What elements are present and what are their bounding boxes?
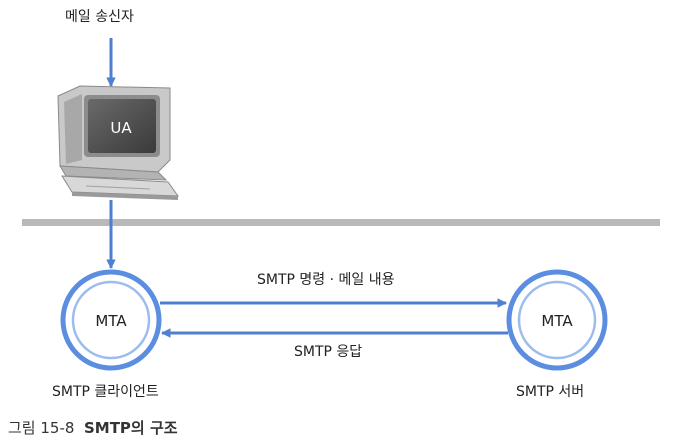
ua-label: UA bbox=[110, 119, 132, 137]
figure-title: SMTP의 구조 bbox=[83, 419, 178, 437]
computer-icon bbox=[57, 85, 179, 200]
figure-caption: 그림 15-8 SMTP의 구조 bbox=[8, 417, 178, 438]
mta-client-label: MTA bbox=[95, 312, 127, 330]
mta-server-node bbox=[506, 269, 608, 371]
command-label: SMTP 명령 · 메일 내용 bbox=[257, 272, 395, 288]
mta-server-label: MTA bbox=[541, 312, 573, 330]
figure-number: 그림 15-8 bbox=[8, 419, 75, 437]
response-label: SMTP 응답 bbox=[294, 344, 363, 360]
client-caption: SMTP 클라이언트 bbox=[52, 384, 159, 400]
sender-label: 메일 송신자 bbox=[65, 9, 134, 25]
mta-client-node bbox=[60, 269, 162, 371]
server-caption: SMTP 서버 bbox=[516, 384, 585, 400]
network-divider bbox=[22, 219, 660, 226]
